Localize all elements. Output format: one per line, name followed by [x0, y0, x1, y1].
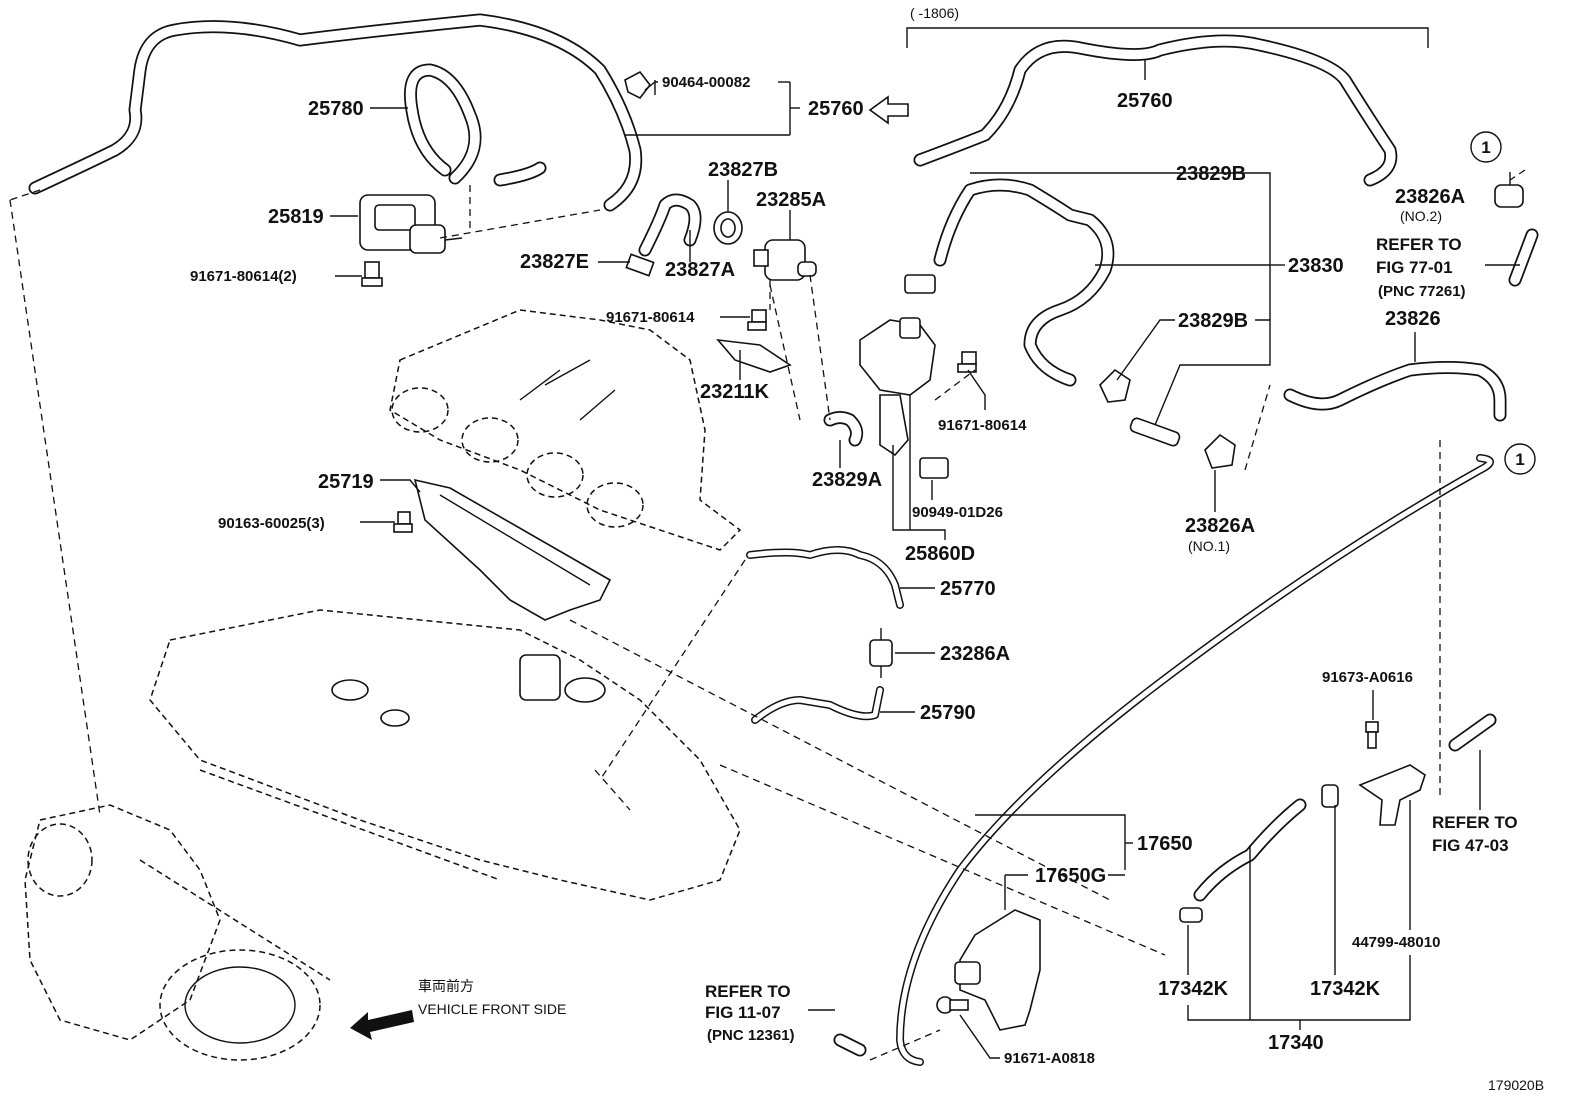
hose-23830: [933, 178, 1115, 387]
refer-fig11-line3: (PNC 12361): [707, 1027, 795, 1044]
refer-fig77-line3: (PNC 77261): [1378, 283, 1466, 300]
clip-90464-00082: [624, 70, 652, 100]
label-23826a-no2: 23826A: [1395, 186, 1465, 208]
bolt-91671-80614-mid: [747, 309, 767, 331]
refer-fig11-line1: REFER TO: [705, 982, 791, 1001]
callout-circle-1-top: 1: [1470, 131, 1502, 163]
hose-23829a: [823, 411, 864, 447]
label-23285a: 23285A: [756, 189, 826, 211]
clip-23827b: [713, 211, 743, 245]
label-91673-a0616: 91673-A0616: [1322, 669, 1413, 686]
vsv-17650g: [954, 909, 1041, 1031]
label-23826a-no2-note: (NO.2): [1400, 208, 1442, 224]
bracket-23211k: [716, 338, 792, 373]
refer-fig77-line2: FIG 77-01: [1376, 258, 1453, 277]
callout-circle-1-bottom: 1: [1504, 443, 1536, 475]
label-25790: 25790: [920, 702, 976, 724]
label-25770: 25770: [940, 578, 996, 600]
label-23286a: 23286A: [940, 643, 1010, 665]
label-23829b-upper: 23829B: [1176, 163, 1246, 185]
bolt-90163-60025: [393, 511, 413, 533]
label-17342k-2: 17342K: [1310, 978, 1381, 1000]
pipe-fig11: [833, 1033, 867, 1057]
label-25760-main: 25760: [808, 98, 864, 120]
duct-25719: [413, 478, 612, 621]
clip-23827e: [625, 253, 655, 277]
bolt-91671-80614-right: [957, 351, 977, 373]
label-17650: 17650: [1137, 833, 1193, 855]
label-23830: 23830: [1288, 255, 1344, 277]
label-91671-80614-mid: 91671-80614: [606, 309, 695, 326]
bolt-91671-80614-left: [361, 261, 383, 287]
clip-23829b-lower: [1099, 368, 1131, 403]
label-23826a-no1-note: (NO.1): [1188, 538, 1230, 554]
hose-long-right: [896, 454, 1494, 1066]
hose-25780: [404, 63, 547, 187]
refer-fig11-line2: FIG 11-07: [705, 1003, 781, 1022]
refer-fig47-line1: REFER TO: [1432, 813, 1518, 832]
range-bracket: [906, 27, 1429, 48]
vehicle-front-en: VEHICLE FRONT SIDE: [418, 1001, 566, 1017]
clip-23826a-no1: [1204, 433, 1236, 469]
engine-block: [24, 609, 741, 1061]
label-25860d: 25860D: [905, 543, 975, 565]
pipe-23830: [1129, 417, 1181, 447]
arrow-to-25760: [868, 95, 909, 125]
label-23826: 23826: [1385, 308, 1441, 330]
label-25760-upper: 25760: [1117, 90, 1173, 112]
leader-lines: [330, 60, 1520, 1059]
label-44799-48010: 44799-48010: [1352, 934, 1440, 951]
pipe-fig47: [1448, 713, 1497, 752]
bolt-91671-a0818: [936, 996, 969, 1014]
vehicle-front-jp: 車両前方: [418, 978, 474, 995]
filter-23286a: [869, 628, 893, 678]
label-25819: 25819: [268, 206, 324, 228]
vsv-25819: [359, 194, 463, 254]
range-note: ( -1806): [910, 5, 959, 21]
label-17650g: 17650G: [1035, 865, 1106, 887]
label-23829a: 23829A: [812, 469, 882, 491]
label-23827a: 23827A: [665, 259, 735, 281]
label-23829b-lower: 23829B: [1178, 310, 1248, 332]
intake-manifold: [389, 309, 742, 551]
label-23827b: 23827B: [708, 159, 778, 181]
callout-number: 1: [1515, 450, 1524, 469]
label-90949-01d26: 90949-01D26: [912, 504, 1003, 521]
label-90163-60025-3: 90163-60025(3): [218, 515, 325, 532]
figure-code: 179020B: [1488, 1077, 1544, 1093]
hose-23826: [1283, 361, 1507, 422]
vsv-25860d: [859, 317, 936, 457]
label-23826a-no1: 23826A: [1185, 515, 1255, 537]
label-90464-00082: 90464-00082: [662, 74, 750, 91]
clip-17342k-1: [1179, 907, 1203, 923]
bracket-44799-48010: [1358, 764, 1426, 826]
refer-fig77-line1: REFER TO: [1376, 235, 1462, 254]
label-23827e: 23827E: [520, 251, 589, 273]
refer-fig47-line2: FIG 47-03: [1432, 836, 1509, 855]
label-91671-a0818: 91671-A0818: [1004, 1050, 1095, 1067]
clip-23829b-upper: [904, 274, 936, 294]
label-25780: 25780: [308, 98, 364, 120]
connection-lines: [9, 169, 1526, 1061]
label-17342k-1: 17342K: [1158, 978, 1229, 1000]
label-25719: 25719: [318, 471, 374, 493]
label-23211k: 23211K: [700, 381, 770, 403]
hose-25760-upper: [913, 34, 1398, 187]
hose-25760-assembly: [28, 13, 643, 212]
hose-25790: [751, 686, 884, 724]
bolt-91673-a0616: [1365, 721, 1379, 749]
connector-90949: [919, 457, 949, 479]
clip-17342k-2: [1321, 784, 1339, 808]
label-17340: 17340: [1268, 1032, 1324, 1054]
pipe-fig77: [1508, 228, 1539, 287]
valve-23285a: [753, 239, 817, 281]
label-91671-80614-2: 91671-80614(2): [190, 268, 297, 285]
hose-23827a: [638, 193, 702, 257]
vehicle-front-arrow-icon: [350, 1010, 414, 1040]
callout-number: 1: [1481, 138, 1490, 157]
clip-23826a-no2: [1494, 184, 1524, 208]
label-91671-80614-right: 91671-80614: [938, 417, 1027, 434]
hose-25770: [746, 546, 904, 609]
